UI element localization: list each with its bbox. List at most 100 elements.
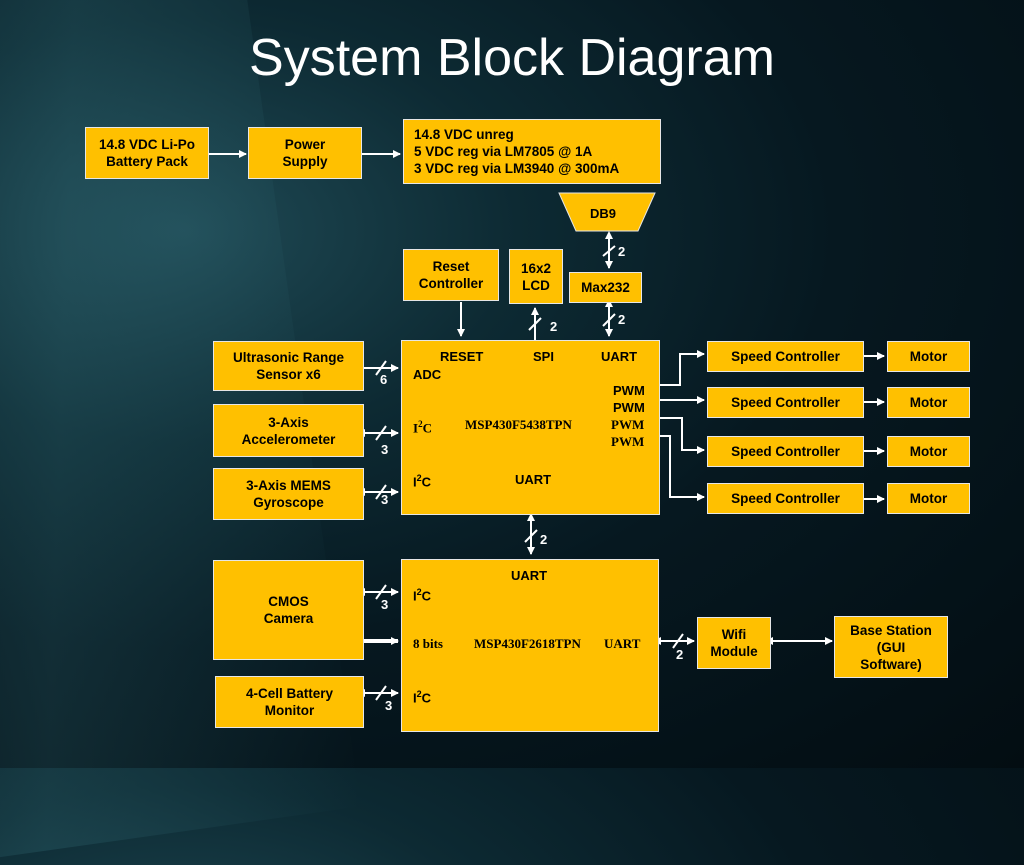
- db9-label: DB9: [590, 206, 617, 221]
- speed-controller-label: Speed Controller: [731, 491, 840, 506]
- motor-3: Motor: [887, 436, 970, 467]
- mcu1-pwm-4: PWM: [611, 434, 645, 449]
- reset-controller-line-1: Reset: [432, 259, 470, 274]
- base-station-line-1: Base Station: [850, 622, 932, 638]
- speed-controller-4: Speed Controller: [707, 483, 864, 514]
- mcu1-block: RESET SPI UART ADC PWM PWM I2C MSP430F54…: [401, 340, 660, 515]
- reset-controller-block: Reset Controller: [403, 249, 499, 301]
- wifi-module-block: Wifi Module: [697, 617, 771, 669]
- mcu1-uart-bottom-pin: UART: [515, 472, 552, 487]
- lcd-line-1: 16x2: [520, 260, 552, 276]
- ultrasonic-line-1: Ultrasonic Range: [232, 350, 345, 365]
- bus-slash-ultra: [375, 360, 387, 376]
- max232-label: Max232: [581, 280, 630, 295]
- page-title: System Block Diagram: [249, 29, 775, 87]
- bus-width-link: 2: [540, 532, 548, 547]
- battery-monitor-line-2: Monitor: [264, 703, 315, 718]
- db9-connector: [558, 192, 656, 232]
- ultrasonic-line-2: Sensor x6: [256, 367, 321, 382]
- power-rails-block: 14.8 VDC unreg 5 VDC reg via LM7805 @ 1A…: [403, 119, 661, 184]
- mcu1-pwm-2: PWM: [613, 400, 645, 415]
- lcd-block: 16x2 LCD: [509, 249, 563, 304]
- battery-monitor-block: 4-Cell Battery Monitor: [215, 676, 364, 728]
- bus-width-ultrasonic: 6: [380, 372, 388, 387]
- motor-label: Motor: [909, 444, 948, 459]
- motor-label: Motor: [909, 491, 948, 506]
- power-rail-3v: 3 VDC reg via LM3940 @ 300mA: [414, 161, 620, 176]
- motor-label: Motor: [909, 395, 948, 410]
- max232-block: Max232: [569, 272, 642, 303]
- gyroscope-line-2: Gyroscope: [253, 495, 324, 510]
- speed-controller-label: Speed Controller: [731, 444, 840, 459]
- gyroscope-line-1: 3-Axis MEMS: [246, 478, 331, 493]
- battery-monitor-line-1: 4-Cell Battery: [245, 686, 334, 701]
- mcu2-i2c-pin-1: I2C: [413, 587, 432, 604]
- mcu2-8bits-pin: 8 bits: [413, 636, 443, 651]
- mcu1-reset-pin: RESET: [440, 349, 484, 364]
- camera-line-2: Camera: [263, 611, 314, 626]
- bus-width-battery-mon: 3: [385, 698, 393, 713]
- battery-pack-line-1: 14.8 VDC Li-Po: [98, 137, 196, 152]
- wire-pwm-4: [660, 435, 705, 501]
- bus-slash-link: [524, 529, 538, 543]
- mcu1-spi-pin: SPI: [533, 349, 554, 364]
- mcu2-uart-right-pin: UART: [604, 636, 641, 651]
- motor-4: Motor: [887, 483, 970, 514]
- cmos-camera-block: CMOS Camera: [213, 560, 364, 660]
- motor-2: Motor: [887, 387, 970, 418]
- bus-width-db9: 2: [618, 244, 626, 259]
- mcu1-uart-top-pin: UART: [601, 349, 638, 364]
- accelerometer-block: 3-Axis Accelerometer: [213, 404, 364, 457]
- speed-controller-2: Speed Controller: [707, 387, 864, 418]
- power-supply-line-1: Power: [284, 137, 326, 152]
- mcu1-name: MSP430F5438TPN: [465, 417, 572, 432]
- ultrasonic-sensor-block: Ultrasonic Range Sensor x6: [213, 341, 364, 391]
- speed-controller-label: Speed Controller: [731, 349, 840, 364]
- bus-width-accel: 3: [381, 442, 389, 457]
- wire-pwm-3: [660, 417, 705, 454]
- power-rail-unreg: 14.8 VDC unreg: [414, 127, 514, 142]
- battery-pack-block: 14.8 VDC Li-Po Battery Pack: [85, 127, 209, 179]
- bus-slash-camera: [375, 584, 387, 600]
- gyroscope-block: 3-Axis MEMS Gyroscope: [213, 468, 364, 520]
- base-station-block: Base Station (GUI Software): [834, 616, 948, 678]
- mcu2-name: MSP430F2618TPN: [474, 636, 581, 651]
- reset-controller-line-2: Controller: [418, 276, 484, 291]
- wifi-line-2: Module: [710, 644, 758, 659]
- bus-width-wifi: 2: [676, 647, 684, 662]
- bus-slash-gyro: [375, 484, 387, 500]
- mcu2-i2c-pin-2: I2C: [413, 689, 432, 706]
- mcu2-uart-top-pin: UART: [511, 568, 548, 583]
- base-station-line-2: (GUI: [876, 639, 906, 655]
- bus-width-lcd: 2: [550, 319, 558, 334]
- power-supply-block: Power Supply: [248, 127, 362, 179]
- motor-1: Motor: [887, 341, 970, 372]
- accelerometer-line-2: Accelerometer: [241, 431, 336, 447]
- camera-line-1: CMOS: [268, 594, 309, 609]
- mcu2-block: UART I2C 8 bits MSP430F2618TPN UART I2C: [401, 559, 659, 732]
- bus-width-max232: 2: [618, 312, 626, 327]
- speed-controller-3: Speed Controller: [707, 436, 864, 467]
- mcu1-i2c-pin-2: I2C: [413, 473, 432, 490]
- wire-pwm-1: [660, 350, 705, 386]
- speed-controller-label: Speed Controller: [731, 395, 840, 410]
- mcu1-adc-pin: ADC: [413, 367, 442, 382]
- lcd-line-2: LCD: [522, 277, 550, 293]
- bus-slash-accel: [375, 425, 387, 441]
- speed-controller-1: Speed Controller: [707, 341, 864, 372]
- power-rail-5v: 5 VDC reg via LM7805 @ 1A: [414, 144, 593, 159]
- bus-slash-lcd: [528, 317, 542, 331]
- wifi-line-1: Wifi: [721, 627, 747, 642]
- mcu1-i2c-pin-1: I2C: [413, 419, 432, 436]
- base-station-line-3: Software): [860, 656, 922, 672]
- bus-slash-db9: [602, 245, 616, 257]
- battery-pack-line-2: Battery Pack: [106, 154, 188, 169]
- mcu1-pwm-3: PWM: [611, 417, 645, 432]
- bus-slash-batmon: [375, 685, 387, 701]
- bus-slash-max: [602, 313, 616, 327]
- power-supply-line-2: Supply: [282, 154, 328, 169]
- accelerometer-line-1: 3-Axis: [268, 414, 309, 430]
- bus-width-camera: 3: [381, 597, 389, 612]
- bus-slash-wifi: [672, 633, 684, 649]
- connection-wires: [239, 150, 885, 701]
